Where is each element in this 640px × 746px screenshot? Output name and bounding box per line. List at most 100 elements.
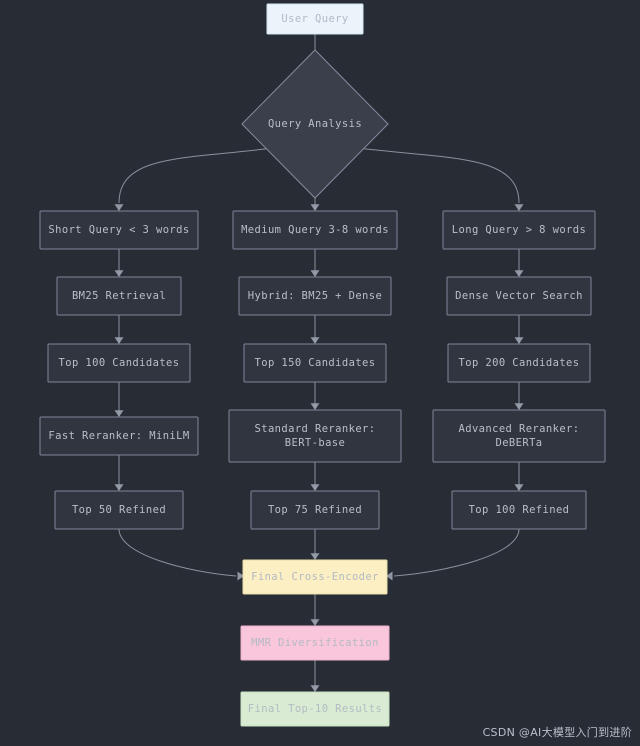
node-user_query[interactable]: User Query <box>266 3 364 35</box>
edge-query_analysis-to-long_query <box>342 145 524 211</box>
edge-top100c-to-fast_rerank <box>114 382 124 417</box>
node-label: Query Analysis <box>268 118 362 130</box>
node-label: User Query <box>281 13 348 25</box>
node-label: Top 75 Refined <box>268 504 362 516</box>
edge-top50r-to-cross_encoder <box>118 528 244 581</box>
edge-mmr-to-final <box>310 660 320 692</box>
edge-arrowhead <box>114 410 124 417</box>
node-shape-rect <box>442 210 596 250</box>
edge-hybrid-to-top150c <box>310 315 320 344</box>
node-label: Top 100 Candidates <box>59 357 180 369</box>
node-shape-rect <box>446 276 592 316</box>
node-label: Top 50 Refined <box>72 504 166 516</box>
node-shape-rect <box>266 3 364 35</box>
edge-short_query-to-bm25 <box>114 249 124 277</box>
edge-top100r-to-cross_encoder <box>386 528 520 581</box>
node-shape-rect <box>243 343 387 383</box>
edge-query_analysis-to-short_query <box>114 145 288 211</box>
node-shape-diamond <box>241 49 389 199</box>
edge-arrowhead <box>114 204 124 211</box>
node-shape-rect <box>47 343 191 383</box>
node-top100c[interactable]: Top 100 Candidates <box>47 343 191 383</box>
edge-medium_query-to-hybrid <box>310 249 320 277</box>
edge-long_query-to-dense <box>514 249 524 277</box>
node-top100r[interactable]: Top 100 Refined <box>451 490 587 530</box>
edge-adv_rerank-to-top100r <box>514 462 524 491</box>
node-label: Top 150 Candidates <box>255 357 376 369</box>
node-top75r[interactable]: Top 75 Refined <box>250 490 380 530</box>
edge-arrowhead <box>514 403 524 410</box>
node-mmr[interactable]: MMR Diversification <box>240 625 390 661</box>
node-label: Advanced Reranker:DeBERTa <box>459 423 580 449</box>
edge-top200c-to-adv_rerank <box>514 382 524 410</box>
node-label: MMR Diversification <box>251 637 379 649</box>
node-label: Top 200 Candidates <box>459 357 580 369</box>
edge-fast_rerank-to-top50r <box>114 455 124 491</box>
edge-std_rerank-to-top75r <box>310 462 320 491</box>
edge-arrowhead <box>310 270 320 277</box>
node-label: Long Query > 8 words <box>452 224 586 236</box>
node-label: Short Query < 3 words <box>48 224 189 236</box>
node-shape-rect <box>232 210 398 250</box>
edge-arrowhead <box>114 484 124 491</box>
edge-arrowhead <box>514 204 524 211</box>
node-shape-rect <box>432 409 606 463</box>
edge-top150c-to-std_rerank <box>310 382 320 410</box>
edge-arrowhead <box>310 484 320 491</box>
node-label: BM25 Retrieval <box>72 290 166 302</box>
node-shape-rect <box>250 490 380 530</box>
node-top150c[interactable]: Top 150 Candidates <box>243 343 387 383</box>
edge-arrowhead <box>514 337 524 344</box>
node-bm25[interactable]: BM25 Retrieval <box>56 276 182 316</box>
node-shape-rect <box>240 691 390 727</box>
edge-bm25-to-top100c <box>114 315 124 344</box>
node-label: Hybrid: BM25 + Dense <box>248 290 382 302</box>
node-label: Final Top-10 Results <box>248 703 382 715</box>
node-shape-rect <box>447 343 591 383</box>
node-label: Medium Query 3-8 words <box>241 224 389 236</box>
edge-arrowhead <box>514 484 524 491</box>
node-shape-rect <box>242 559 388 595</box>
node-hybrid[interactable]: Hybrid: BM25 + Dense <box>238 276 392 316</box>
node-medium_query[interactable]: Medium Query 3-8 words <box>232 210 398 250</box>
node-shape-rect <box>238 276 392 316</box>
node-dense[interactable]: Dense Vector Search <box>446 276 592 316</box>
node-label: Fast Reranker: MiniLM <box>48 430 189 442</box>
edge-arrowhead <box>237 571 244 581</box>
node-shape-rect <box>56 276 182 316</box>
node-shape-rect <box>39 416 199 456</box>
edge-arrowhead <box>114 270 124 277</box>
edge-arrowhead <box>310 337 320 344</box>
edge-cross_encoder-to-mmr <box>310 594 320 626</box>
node-adv_rerank[interactable]: Advanced Reranker:DeBERTa <box>432 409 606 463</box>
node-query_analysis[interactable]: Query Analysis <box>241 49 389 199</box>
edge-top75r-to-cross_encoder <box>310 529 320 560</box>
node-label: Top 100 Refined <box>469 504 570 516</box>
node-label: Dense Vector Search <box>455 290 583 302</box>
node-long_query[interactable]: Long Query > 8 words <box>442 210 596 250</box>
edge-arrowhead <box>386 571 393 581</box>
node-label: Standard Reranker:BERT-base <box>255 423 376 449</box>
node-fast_rerank[interactable]: Fast Reranker: MiniLM <box>39 416 199 456</box>
node-shape-rect <box>240 625 390 661</box>
node-std_rerank[interactable]: Standard Reranker:BERT-base <box>228 409 402 463</box>
edge-arrowhead <box>310 619 320 626</box>
edge-arrowhead <box>114 337 124 344</box>
node-short_query[interactable]: Short Query < 3 words <box>39 210 199 250</box>
node-cross_encoder[interactable]: Final Cross-Encoder <box>242 559 388 595</box>
node-top50r[interactable]: Top 50 Refined <box>54 490 184 530</box>
node-shape-rect <box>39 210 199 250</box>
edge-dense-to-top200c <box>514 315 524 344</box>
node-top200c[interactable]: Top 200 Candidates <box>447 343 591 383</box>
node-shape-rect <box>54 490 184 530</box>
node-shape-rect <box>451 490 587 530</box>
edge-arrowhead <box>310 403 320 410</box>
edge-arrowhead <box>310 685 320 692</box>
edge-layer <box>114 34 524 692</box>
edge-arrowhead <box>310 204 320 211</box>
node-final[interactable]: Final Top-10 Results <box>240 691 390 727</box>
watermark-text: CSDN @AI大模型入门到进阶 <box>482 726 632 739</box>
